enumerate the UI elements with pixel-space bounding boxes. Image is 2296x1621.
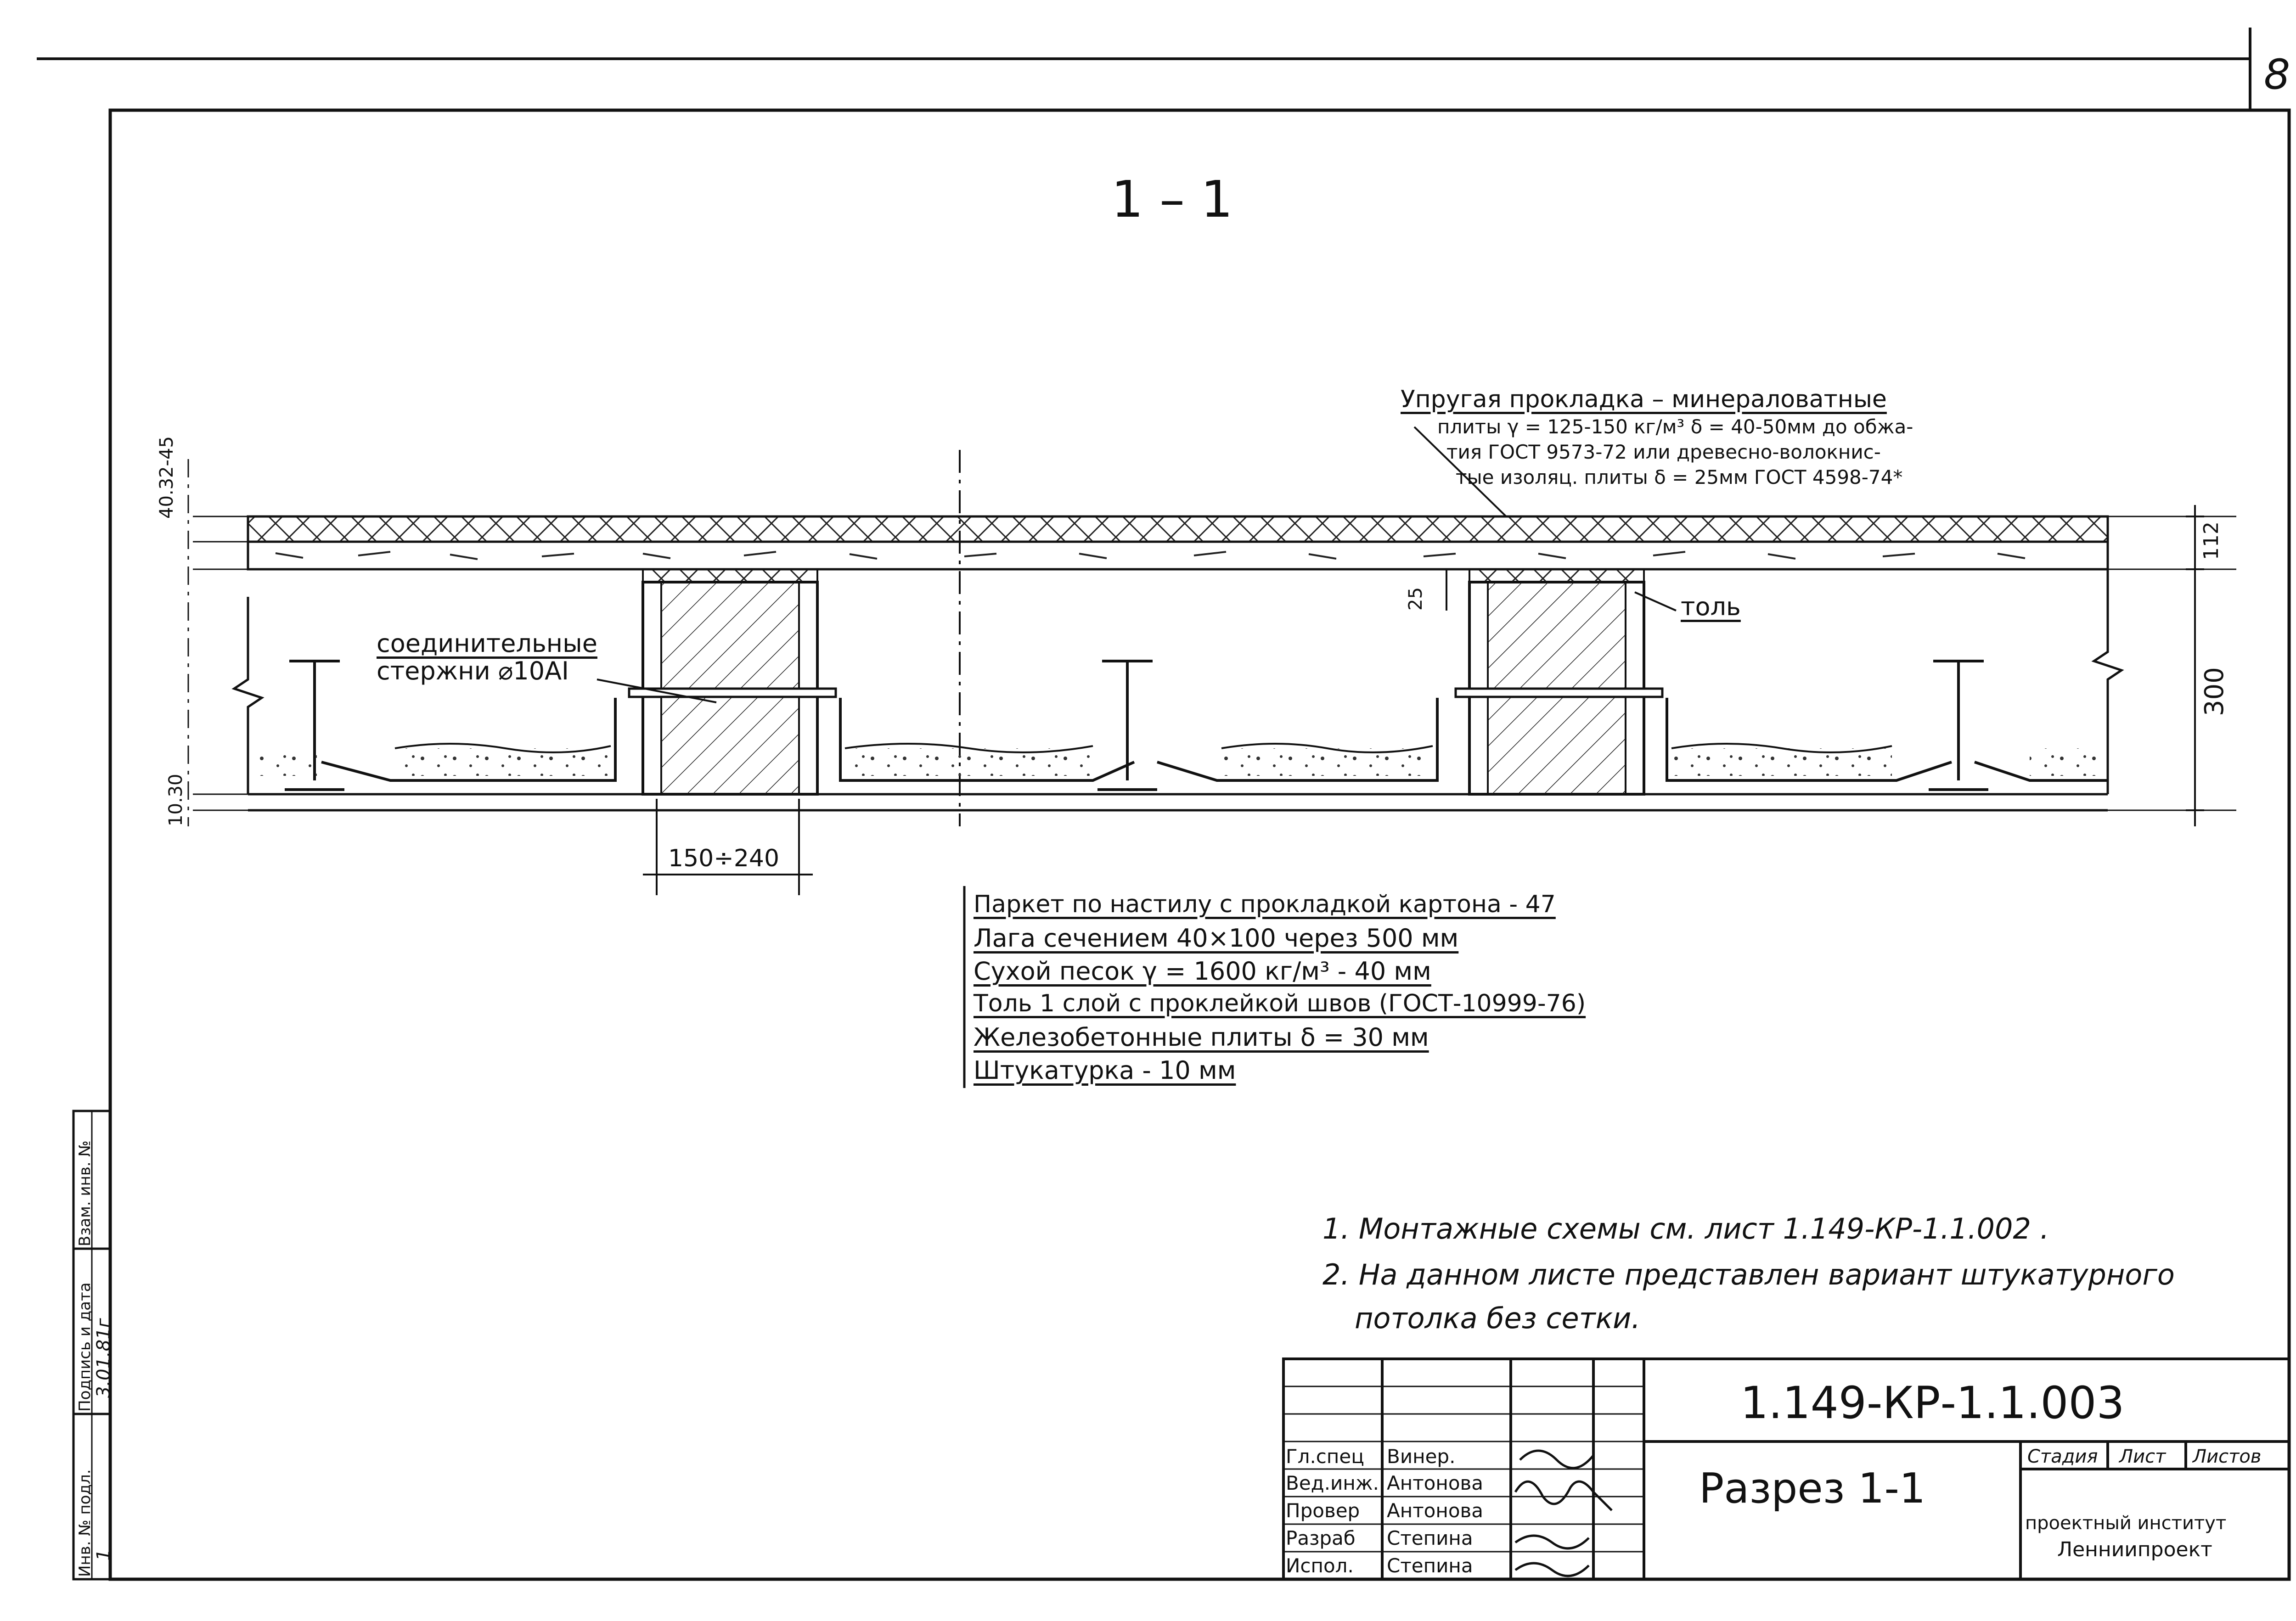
role-name: Антонова	[1387, 1472, 1483, 1494]
callout-rods-line1: соединительные	[377, 629, 597, 658]
role-name: Винер.	[1387, 1445, 1456, 1468]
side-sign-date: Подпись и дата	[76, 1282, 94, 1412]
role-label: Гл.спец	[1286, 1445, 1364, 1468]
layer-item: Толь 1 слой с проклейкой швов (ГОСТ-1099…	[974, 990, 1586, 1017]
role-name: Степина	[1387, 1554, 1473, 1577]
header-stage: Стадия	[2027, 1446, 2098, 1467]
side-inv-value: 1	[93, 1549, 114, 1561]
layer-item: Сухой песок γ = 1600 кг/м³ - 40 мм	[974, 957, 1431, 986]
header-sheet: Лист	[2119, 1446, 2166, 1467]
callout-elastic-line2: плиты γ = 125-150 кг/м³ δ = 40-50мм до о…	[1437, 415, 1913, 438]
callout-elastic-line1: Упругая прокладка – минераловатные	[1401, 386, 1887, 413]
role-name: Антонова	[1387, 1499, 1483, 1522]
note-1: 1. Монтажные схемы см. лист 1.149-КР-1.1…	[1322, 1212, 2049, 1245]
callout-rods-line2: стержни ⌀10AI	[377, 656, 569, 685]
side-inv-orig: Инв. № подл.	[76, 1469, 94, 1577]
callout-tol: толь	[1681, 592, 1741, 621]
note-2: 2. На данном листе представлен вариант ш…	[1322, 1258, 2175, 1291]
role-label: Испол.	[1286, 1554, 1354, 1577]
dim-support: 150÷240	[668, 845, 780, 872]
role-label: Провер	[1286, 1499, 1360, 1522]
note-2-cont: потолка без сетки.	[1355, 1301, 1641, 1335]
role-label: Разраб	[1286, 1527, 1356, 1549]
drawing-code: 1.149-КР-1.1.003	[1740, 1377, 2125, 1429]
drawing-title: Разрез 1-1	[1699, 1464, 1926, 1513]
dim-300: 300	[2200, 667, 2229, 716]
side-replace-inv: Взам. инв. №	[76, 1140, 94, 1246]
callout-elastic-line4: тые изоляц. плиты δ = 25мм ГОСТ 4598-74*	[1456, 466, 1903, 488]
org-line-2: Ленниипроект	[2057, 1538, 2212, 1561]
layer-item: Лага сечением 40×100 через 500 мм	[974, 924, 1459, 953]
layer-item: Паркет по настилу с прокладкой картона -…	[974, 891, 1556, 918]
role-name: Степина	[1387, 1527, 1473, 1549]
callout-elastic-line3: тия ГОСТ 9573-72 или древесно-волокнис-	[1446, 441, 1881, 463]
role-label: Вед.инж.	[1286, 1472, 1379, 1494]
header-sheets: Листов	[2193, 1446, 2262, 1467]
dim-25: 25	[1405, 587, 1426, 611]
dim-top-left: 40.32-45	[156, 436, 177, 519]
sheet-number: 8	[2264, 50, 2290, 99]
side-date-value: 3.01.81г	[93, 1318, 114, 1398]
layer-item: Железобетонные плиты δ = 30 мм	[974, 1023, 1429, 1052]
layer-item: Штукатурка - 10 мм	[974, 1056, 1236, 1085]
dim-bottom-left: 10.30	[165, 774, 186, 826]
dim-112: 112	[2200, 522, 2223, 560]
section-mark: 1 – 1	[1111, 170, 1233, 229]
org-line-1: проектный институт	[2025, 1513, 2227, 1534]
